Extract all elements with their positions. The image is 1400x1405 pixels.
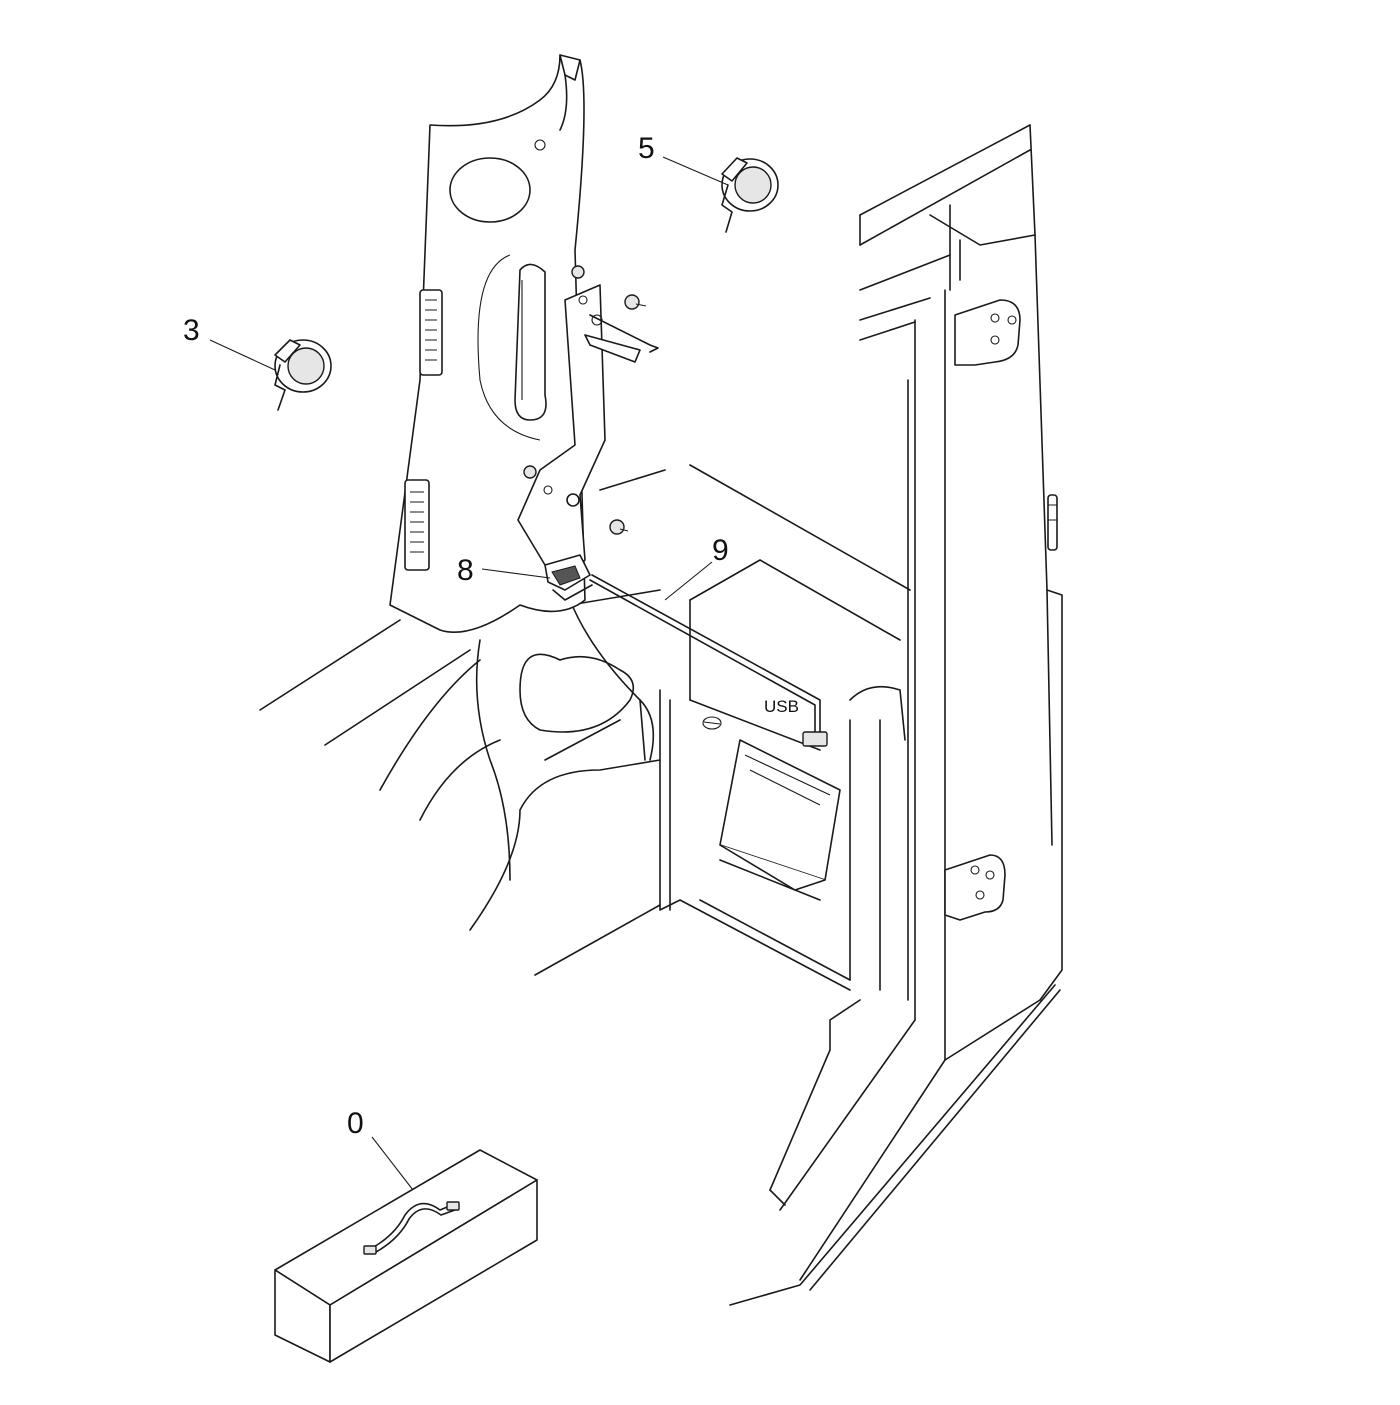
speaker-left xyxy=(274,339,332,411)
door-frame xyxy=(729,124,1063,1306)
kit-box xyxy=(274,1149,538,1363)
callout-5-label: 5 xyxy=(638,132,655,165)
usb-cable: USB xyxy=(589,574,828,747)
cab-interior xyxy=(259,464,911,991)
callout-8-label: 8 xyxy=(457,554,474,587)
speaker-right xyxy=(721,157,779,233)
callout-9-label: 9 xyxy=(712,534,729,567)
usb-label: USB xyxy=(764,697,799,716)
callout-9: 9 xyxy=(664,534,729,601)
usb-socket-holder xyxy=(544,554,593,601)
callout-3: 3 xyxy=(183,314,276,371)
callout-0-label: 0 xyxy=(347,1107,364,1140)
callout-3-label: 3 xyxy=(183,314,200,347)
callout-5: 5 xyxy=(638,132,729,186)
callout-8: 8 xyxy=(457,554,551,587)
callout-0: 0 xyxy=(347,1107,414,1191)
